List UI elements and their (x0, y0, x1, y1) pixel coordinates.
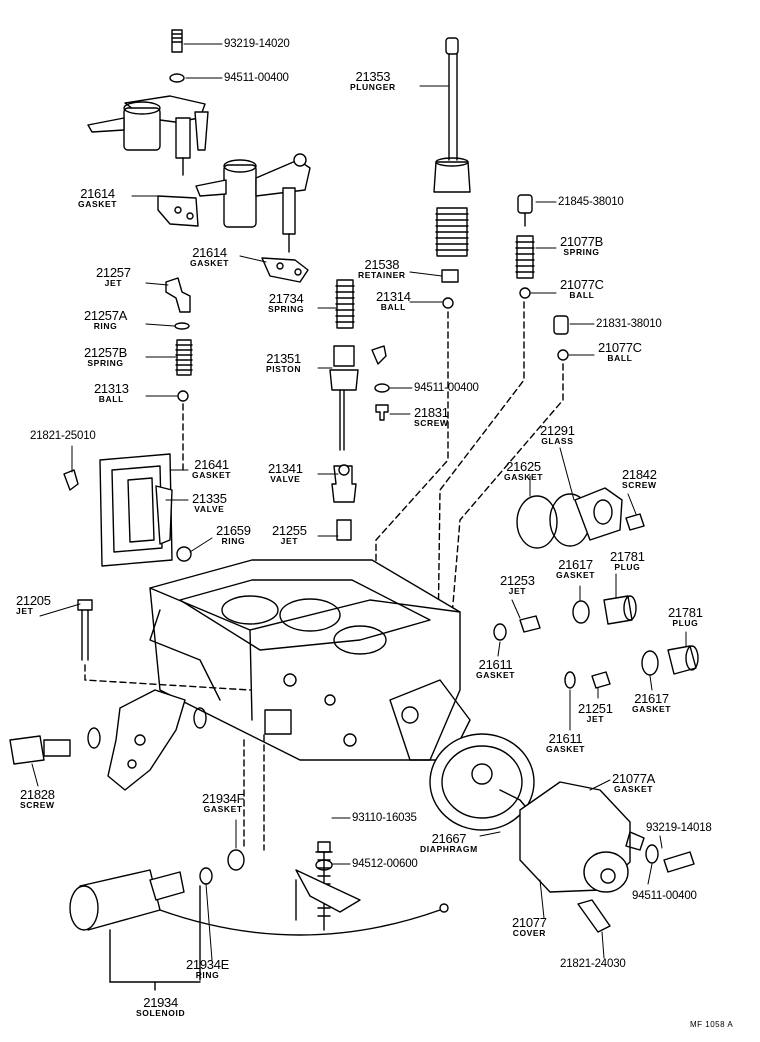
part-number-93219-14018: 93219-14018 (646, 822, 712, 834)
pump-piston-assembly (329, 279, 390, 541)
cover (519, 781, 695, 933)
diaphragm (429, 733, 535, 831)
bracket-screw (295, 841, 361, 931)
part-number-93219-14020: 93219-14020 (224, 38, 290, 50)
part-number-21845-38010: 21845-38010 (558, 196, 624, 208)
part-number-21821-25010: 21821-25010 (30, 430, 96, 442)
figure-reference: MF 1058 A (690, 1020, 734, 1029)
throttle-lever (9, 689, 207, 791)
part-number-21831-38010: 21831-38010 (596, 318, 662, 330)
part-number-93110-16035: 93110-16035 (352, 812, 417, 824)
power-valve-gasket (63, 453, 192, 567)
right-check-valves (437, 194, 569, 641)
part-number-94511-00400-mid: 94511-00400 (414, 382, 479, 394)
leader-lines (31, 43, 687, 961)
part-number-21821-24030: 21821-24030 (560, 958, 626, 970)
carburetor-body (149, 559, 471, 761)
fast-idle-linkage (87, 29, 311, 283)
plunger-assembly (375, 37, 471, 641)
jet-21205 (77, 599, 251, 691)
sight-glass-assembly (493, 487, 699, 689)
solenoid-assembly (69, 734, 449, 991)
part-number-94512-00600: 94512-00600 (352, 858, 418, 870)
part-number-94511-00400-bottom: 94511-00400 (632, 890, 697, 902)
part-number-94511-00400-top: 94511-00400 (224, 72, 289, 84)
jet-stack-left (165, 277, 193, 471)
